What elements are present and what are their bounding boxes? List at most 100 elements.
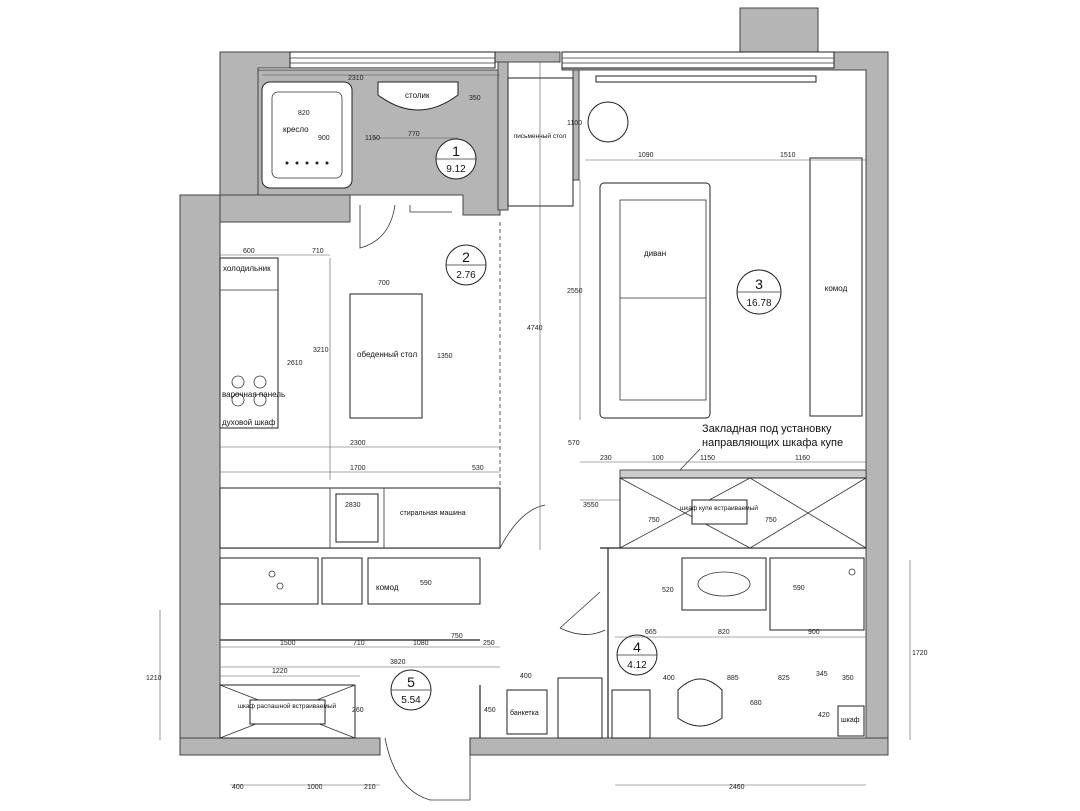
room-5-number: 5 bbox=[407, 674, 415, 690]
bench: банкетка bbox=[506, 689, 548, 735]
hall-cabinets: комод bbox=[219, 557, 481, 605]
dining-table: обеденный стол bbox=[349, 293, 423, 419]
dim-100: 100 bbox=[652, 455, 664, 462]
note-line-1: Закладная под установку bbox=[702, 423, 832, 435]
bench-label: банкетка bbox=[510, 709, 539, 717]
room-4-marker: 4 4.12 bbox=[616, 634, 658, 676]
dim-2550: 2550 bbox=[567, 288, 583, 295]
dim-885: 885 bbox=[727, 675, 739, 682]
bath-cabinet-label: шкаф bbox=[841, 717, 860, 724]
dim-230: 230 bbox=[600, 455, 612, 462]
dim-4740: 4740 bbox=[527, 325, 543, 332]
room-3-number: 3 bbox=[755, 276, 763, 292]
dim-1150b: 1150 bbox=[700, 455, 715, 462]
dim-400b: 400 bbox=[663, 675, 675, 682]
bathroom-fixtures: шкаф bbox=[611, 557, 865, 739]
floor-lamp bbox=[587, 101, 629, 143]
sofa: диван bbox=[599, 182, 711, 419]
sofa-label: диван bbox=[644, 249, 666, 258]
shoe-cabinet bbox=[557, 677, 603, 739]
dim-750c: 750 bbox=[451, 633, 463, 640]
dimension-labels: 2310 820 900 770 1150 350 1100 1090 1510… bbox=[146, 75, 928, 791]
dim-3820: 3820 bbox=[390, 659, 406, 666]
dim-1080: 1080 bbox=[413, 640, 429, 647]
room-5-marker: 5 5.54 bbox=[390, 669, 432, 711]
dim-260: 260 bbox=[352, 707, 364, 714]
dim-350b: 350 bbox=[842, 675, 854, 682]
room-3-marker: 3 16.78 bbox=[736, 269, 782, 315]
room-2-area: 9.12 bbox=[446, 164, 466, 175]
armchair: кресло bbox=[261, 81, 353, 189]
dim-900a: 900 bbox=[318, 135, 330, 142]
dim-520: 520 bbox=[662, 587, 674, 594]
dim-1150a: 1150 bbox=[365, 135, 380, 142]
kitchen-lower-counter: стиральная машина bbox=[219, 487, 501, 549]
room-5-area: 5.54 bbox=[401, 695, 421, 706]
dim-1700: 1700 bbox=[350, 465, 366, 472]
dim-1000: 1000 bbox=[307, 784, 323, 791]
dim-250: 250 bbox=[483, 640, 495, 647]
dim-680: 680 bbox=[750, 700, 762, 707]
room-1-area: 2.76 bbox=[456, 270, 476, 281]
dim-2310: 2310 bbox=[348, 75, 364, 82]
dim-590a: 590 bbox=[420, 580, 432, 587]
dim-710a: 710 bbox=[312, 248, 324, 255]
hall-wardrobe: шкаф распашной встраиваемый bbox=[219, 684, 356, 739]
dim-1500: 1500 bbox=[280, 640, 296, 647]
dresser-living-label: комод bbox=[825, 284, 848, 293]
dim-450: 450 bbox=[484, 707, 496, 714]
washing-machine-label: стиральная машина bbox=[400, 510, 466, 517]
dim-825: 825 bbox=[778, 675, 790, 682]
dim-3550: 3550 bbox=[583, 502, 599, 509]
dim-420: 420 bbox=[818, 712, 830, 719]
wardrobe-builtin: шкаф купе встраиваемый bbox=[619, 469, 867, 549]
wardrobe-builtin-label: шкаф купе встраиваемый bbox=[680, 504, 758, 512]
dim-2830: 2830 bbox=[345, 502, 361, 509]
dim-210: 210 bbox=[364, 784, 376, 791]
hall-wardrobe-label: шкаф распашной встраиваемый bbox=[238, 702, 337, 710]
dim-820: 820 bbox=[298, 110, 310, 117]
dim-345: 345 bbox=[816, 671, 828, 678]
note-line-2: направляющих шкафа купе bbox=[702, 437, 843, 449]
dim-1210: 1210 bbox=[146, 675, 162, 682]
dim-900b: 900 bbox=[808, 629, 820, 636]
dim-400c: 400 bbox=[232, 784, 244, 791]
room-3-area: 16.78 bbox=[746, 298, 771, 309]
dim-710b: 710 bbox=[353, 640, 365, 647]
room-2-marker: 1 9.12 bbox=[435, 138, 477, 180]
dim-1350: 1350 bbox=[437, 353, 453, 360]
dim-350a: 350 bbox=[469, 95, 481, 102]
dim-530: 530 bbox=[472, 465, 484, 472]
dim-770: 770 bbox=[408, 131, 420, 138]
dim-700: 700 bbox=[378, 280, 390, 287]
dim-1720: 1720 bbox=[912, 650, 928, 657]
hob-label: варочная панель bbox=[222, 390, 285, 399]
kitchen-counter: холодильник варочная панель духовой шкаф bbox=[219, 257, 285, 429]
room-2-number: 1 bbox=[452, 143, 460, 159]
dresser-living: комод bbox=[809, 157, 863, 417]
oven-label: духовой шкаф bbox=[222, 418, 276, 427]
dim-820b: 820 bbox=[718, 629, 730, 636]
dim-1510: 1510 bbox=[780, 152, 796, 159]
curtain-rail bbox=[595, 75, 817, 83]
dim-2300: 2300 bbox=[350, 440, 366, 447]
side-table: столик bbox=[377, 81, 459, 111]
dim-1160: 1160 bbox=[795, 455, 810, 462]
dim-590b: 590 bbox=[793, 585, 805, 592]
dim-2460: 2460 bbox=[729, 784, 745, 791]
dim-600: 600 bbox=[243, 248, 255, 255]
dim-2610: 2610 bbox=[287, 360, 303, 367]
dining-table-label: обеденный стол bbox=[357, 350, 417, 359]
desk: письменный стол bbox=[507, 77, 574, 207]
dim-665: 665 bbox=[645, 629, 657, 636]
room-4-area: 4.12 bbox=[627, 660, 647, 671]
room-1-number: 2 bbox=[462, 249, 470, 265]
dim-750b: 750 bbox=[765, 517, 777, 524]
dim-3210: 3210 bbox=[313, 347, 329, 354]
side-table-label: столик bbox=[405, 91, 430, 100]
dresser-hall-label: комод bbox=[376, 583, 399, 592]
armchair-label: кресло bbox=[283, 125, 309, 134]
dim-750a: 750 bbox=[648, 517, 660, 524]
doors bbox=[359, 204, 606, 801]
